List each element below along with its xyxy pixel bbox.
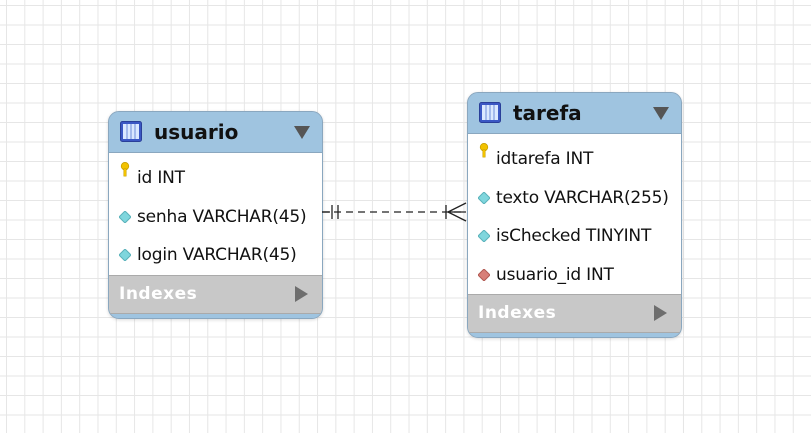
column-label: isChecked TINYINT xyxy=(496,226,652,247)
table-icon xyxy=(120,121,142,142)
column-row-senha[interactable]: senha VARCHAR(45) xyxy=(109,198,322,237)
column-row-idtarefa[interactable]: idtarefa INT xyxy=(468,140,681,179)
fk-diamond-icon xyxy=(478,268,490,281)
table-header[interactable]: usuario xyxy=(109,112,322,152)
column-label: senha VARCHAR(45) xyxy=(137,206,307,227)
indexes-section[interactable]: Indexes xyxy=(109,274,322,314)
indexes-label: Indexes xyxy=(478,303,557,323)
table-header[interactable]: tarefa xyxy=(468,93,681,133)
column-row-ischecked[interactable]: isChecked TINYINT xyxy=(468,217,681,256)
table-title: tarefa xyxy=(513,101,582,125)
crowfoot-lower xyxy=(447,211,467,222)
table-usuario[interactable]: usuario id INT senha VARCHAR(45) xyxy=(108,111,323,319)
key-icon xyxy=(479,143,489,158)
diamond-icon xyxy=(478,230,490,243)
column-label: texto VARCHAR(255) xyxy=(496,187,669,208)
indexes-label: Indexes xyxy=(119,283,198,304)
column-list: id INT senha VARCHAR(45) login VARCHAR(4… xyxy=(109,152,322,275)
table-footer xyxy=(109,313,322,318)
column-label: id INT xyxy=(137,168,185,189)
diamond-icon xyxy=(119,249,131,262)
crowfoot-upper xyxy=(447,202,467,213)
column-row-texto[interactable]: texto VARCHAR(255) xyxy=(468,179,681,218)
indexes-section[interactable]: Indexes xyxy=(468,294,681,333)
collapse-toggle-icon[interactable] xyxy=(294,126,310,139)
collapse-toggle-icon[interactable] xyxy=(653,107,669,120)
table-icon xyxy=(479,102,501,123)
column-row-id[interactable]: id INT xyxy=(109,159,322,198)
diamond-icon xyxy=(478,191,490,204)
column-label: usuario_id INT xyxy=(496,264,614,285)
key-icon xyxy=(120,162,130,177)
column-row-usuario-id[interactable]: usuario_id INT xyxy=(468,256,681,295)
table-footer xyxy=(468,333,681,337)
diamond-icon xyxy=(119,210,131,223)
table-title: usuario xyxy=(154,120,239,144)
expand-arrow-icon[interactable] xyxy=(295,285,308,302)
expand-arrow-icon[interactable] xyxy=(654,305,667,321)
column-label: idtarefa INT xyxy=(496,149,594,170)
column-label: login VARCHAR(45) xyxy=(137,245,297,266)
column-row-login[interactable]: login VARCHAR(45) xyxy=(109,236,322,275)
column-list: idtarefa INT texto VARCHAR(255) isChecke… xyxy=(468,133,681,294)
table-tarefa[interactable]: tarefa idtarefa INT texto VARCHAR(255) xyxy=(467,92,682,338)
